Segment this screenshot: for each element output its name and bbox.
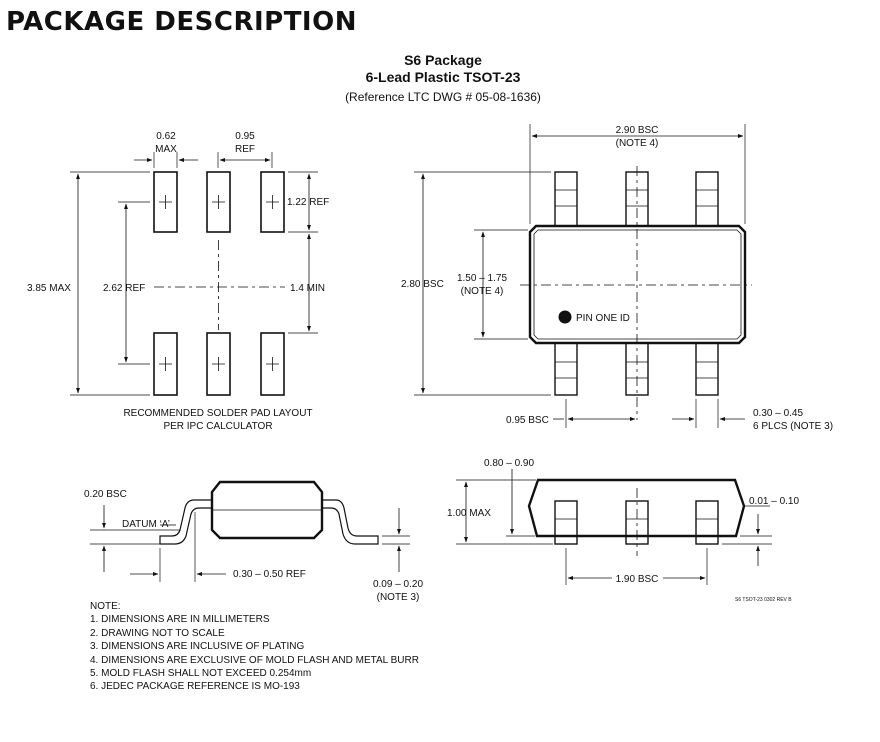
page-heading: PACKAGE DESCRIPTION [6, 7, 357, 37]
notes-title: NOTE: [90, 601, 121, 612]
note-item: 2. DRAWING NOT TO SCALE [90, 627, 225, 639]
standoff-dimension: 0.01 – 0.10 [749, 496, 799, 507]
lead-thickness-dimension: 0.09 – 0.20 [373, 579, 423, 590]
body-thickness-dimension: 0.80 – 0.90 [484, 458, 534, 469]
pin-one-label: PIN ONE ID [576, 313, 630, 324]
package-subtitle: 6-Lead Plastic TSOT-23 [365, 69, 521, 85]
body-width-note: (NOTE 4) [616, 138, 659, 149]
body-width-dimension: 2.90 BSC [616, 125, 659, 136]
end-view-lead [554, 500, 578, 545]
note-item: 3. DIMENSIONS ARE INCLUSIVE OF PLATING [90, 641, 305, 653]
seating-dimension: 0.20 BSC [84, 489, 127, 500]
solder-pad [260, 332, 285, 396]
solder-pad [260, 171, 285, 233]
body-height-dimension: 1.50 – 1.75 [457, 273, 507, 284]
max-height-dimension: 1.00 MAX [447, 508, 491, 519]
note-item: 5. MOLD FLASH SHALL NOT EXCEED 0.254mm [90, 668, 312, 680]
overall-height-dimension: 2.80 BSC [401, 279, 444, 290]
lead-span-dimension: 1.90 BSC [616, 574, 659, 585]
lead-thickness-note: (NOTE 3) [377, 592, 420, 603]
solder-pad [206, 332, 231, 396]
lead-pitch-dimension: 0.95 BSC [506, 415, 549, 426]
note-item: 6. JEDEC PACKAGE REFERENCE IS MO-193 [90, 681, 300, 693]
notes-block: NOTE: 1. DIMENSIONS ARE IN MILLIMETERS 2… [90, 600, 419, 694]
note-item: 1. DIMENSIONS ARE IN MILLIMETERS [90, 614, 270, 626]
top-view [414, 124, 752, 428]
end-view [456, 469, 772, 585]
pad-center-span-dimension: 2.62 REF [103, 283, 145, 294]
package-lead [554, 171, 578, 227]
overall-length-dimension: 3.85 MAX [27, 283, 71, 294]
end-view-lead [695, 500, 719, 545]
solder-pad [206, 171, 231, 233]
side-view [90, 480, 410, 582]
pad-length-dimension: 1.22 REF [287, 197, 329, 208]
solder-pad [153, 332, 178, 396]
package-title: S6 Package [404, 52, 482, 68]
drawing-reference: (Reference LTC DWG # 05-08-1636) [345, 90, 541, 104]
solder-pad-layout [70, 152, 318, 396]
foot-length-dimension: 0.30 – 0.50 REF [233, 569, 306, 580]
solder-pad [153, 171, 178, 233]
pin-one-dot [558, 310, 572, 324]
datum-label: DATUM ‘A’ [122, 519, 170, 530]
body-height-note: (NOTE 4) [461, 286, 504, 297]
pad-layout-caption-line1: RECOMMENDED SOLDER PAD LAYOUT [123, 408, 312, 419]
pad-layout-caption-line2: PER IPC CALCULATOR [163, 421, 272, 432]
package-lead [695, 342, 719, 396]
pad-width-value: 0.62 [156, 131, 176, 142]
package-lead [554, 342, 578, 396]
pad-width-note: MAX [155, 144, 177, 155]
lead-width-note: 6 PLCS (NOTE 3) [753, 421, 833, 432]
pad-pitch-value: 0.95 [235, 131, 255, 142]
package-lead [695, 171, 719, 227]
note-item: 4. DIMENSIONS ARE EXCLUSIVE OF MOLD FLAS… [90, 654, 419, 666]
inner-gap-dimension: 1.4 MIN [290, 283, 325, 294]
lead-width-dimension: 0.30 – 0.45 [753, 408, 803, 419]
pad-pitch-note: REF [235, 144, 255, 155]
drawing-id: S6 TSOT-23 0302 REV B [735, 597, 792, 603]
